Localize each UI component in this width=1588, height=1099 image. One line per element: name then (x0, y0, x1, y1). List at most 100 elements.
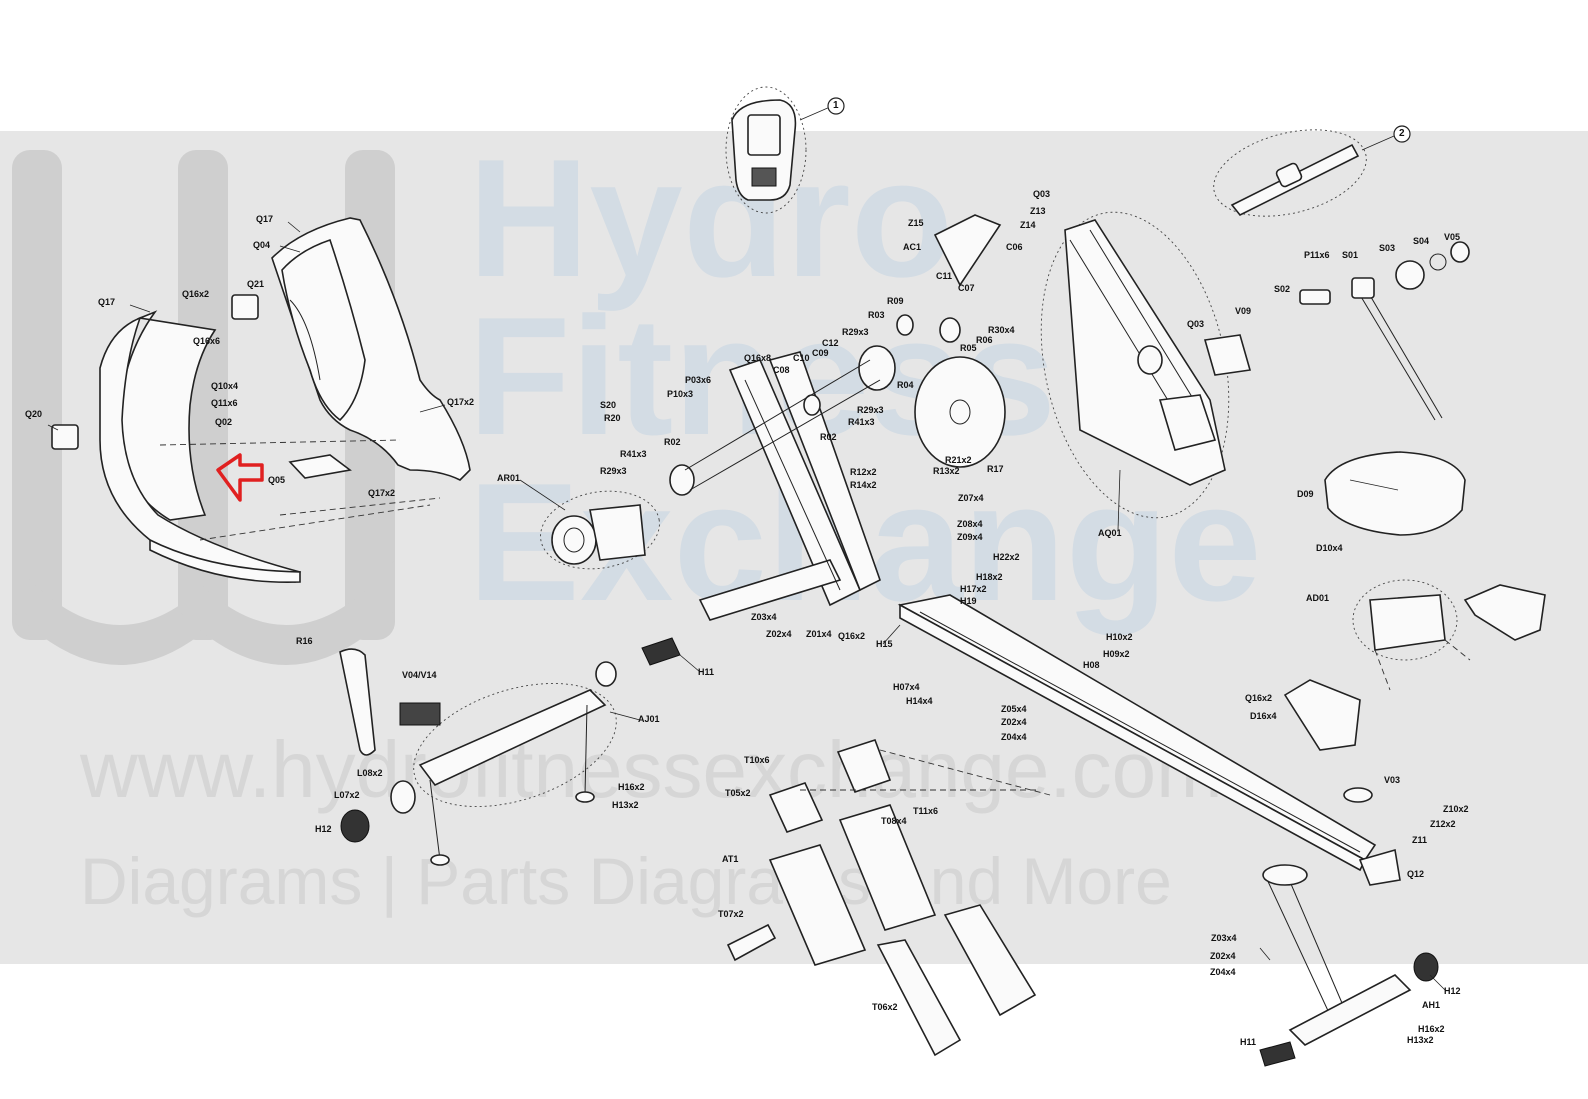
label-c12: C12 (822, 338, 839, 348)
label-aq01: AQ01 (1098, 528, 1122, 538)
label-z14: Z14 (1020, 220, 1036, 230)
label-r29x3: R29x3 (600, 466, 627, 476)
label-z09x4: Z09x4 (957, 532, 983, 542)
highlight-arrow-icon (216, 453, 264, 502)
label-h09x2: H09x2 (1103, 649, 1130, 659)
seat-d09 (1283, 451, 1546, 751)
label-p11x6: P11x6 (1304, 250, 1330, 260)
label-h14x4: H14x4 (906, 696, 933, 706)
label-at1: AT1 (722, 854, 739, 864)
label-s01: S01 (1342, 250, 1359, 260)
label-t10x6: T10x6 (744, 755, 770, 765)
label-z04x4-b: Z04x4 (1210, 967, 1236, 977)
label-r41x3-b: R41x3 (848, 417, 875, 427)
label-c08: C08 (773, 365, 790, 375)
label-r03: R03 (868, 310, 885, 320)
label-z03x4-b: Z03x4 (1211, 933, 1237, 943)
damper-ar01 (540, 490, 660, 570)
label-h19: H19 (960, 596, 977, 606)
label-r21x2: R21x2 (945, 455, 972, 465)
label-z08x4: Z08x4 (957, 519, 983, 529)
label-d10x4: D10x4 (1316, 543, 1343, 553)
label-h13x2-a: H13x2 (612, 800, 639, 810)
label-h17x2: H17x2 (960, 584, 987, 594)
label-h12-a: H12 (315, 824, 332, 834)
label-r29x3-b: R29x3 (842, 327, 869, 337)
leader-lines (47, 221, 1446, 991)
callout-1: 1 (833, 100, 839, 111)
label-h07x4: H07x4 (893, 682, 920, 692)
label-r17: R17 (987, 464, 1004, 474)
front-stabilizer-aj01 (339, 637, 681, 866)
label-v03: V03 (1384, 775, 1401, 785)
label-q17x2-a: Q17x2 (447, 397, 475, 407)
label-r04: R04 (897, 380, 914, 390)
label-q16x2-c: Q16x2 (1245, 693, 1273, 703)
label-q10x4: Q10x4 (211, 381, 239, 391)
label-r20: R20 (604, 413, 621, 423)
label-h22x2: H22x2 (993, 552, 1020, 562)
label-r29x3-c: R29x3 (857, 405, 884, 415)
label-z02x4-a: Z02x4 (766, 629, 792, 639)
label-q21: Q21 (247, 279, 265, 289)
label-v09: V09 (1235, 306, 1252, 316)
label-r14x2: R14x2 (850, 480, 877, 490)
label-q12: Q12 (1407, 869, 1425, 879)
label-t08x4: T08x4 (881, 816, 907, 826)
front-shroud-assembly (51, 217, 471, 584)
watermark-tagline: Diagrams | Parts Diagrams And More (80, 844, 1172, 918)
label-q16x6: Q16x6 (193, 336, 221, 346)
label-h11-a: H11 (698, 667, 715, 677)
label-t05x2: T05x2 (725, 788, 751, 798)
label-q03-mid: Q03 (1187, 319, 1205, 329)
label-d16x4: D16x4 (1250, 711, 1277, 721)
label-h11-b: H11 (1240, 1037, 1257, 1047)
label-ad01: AD01 (1306, 593, 1330, 603)
label-t07x2: T07x2 (718, 909, 744, 919)
label-z01x4: Z01x4 (806, 629, 832, 639)
label-r41x3: R41x3 (620, 449, 647, 459)
label-z05x4: Z05x4 (1001, 704, 1027, 714)
rear-stabilizer-ah1 (1259, 787, 1439, 1067)
label-q04: Q04 (253, 240, 271, 250)
footplates (726, 739, 1051, 1057)
label-r09: R09 (887, 296, 904, 306)
label-r06: R06 (976, 335, 993, 345)
label-z11: Z11 (1412, 835, 1428, 845)
callout-2: 2 (1399, 128, 1405, 139)
label-l07x2: L07x2 (334, 790, 360, 800)
label-c03: C07 (958, 283, 975, 293)
label-h18x2: H18x2 (976, 572, 1003, 582)
label-z03x4-a: Z03x4 (751, 612, 777, 622)
label-z12x2: Z12x2 (1430, 819, 1456, 829)
main-rail (897, 594, 1377, 872)
label-q05: Q05 (268, 475, 286, 485)
label-z02x4-b: Z02x4 (1001, 717, 1027, 727)
label-s04: S04 (1413, 236, 1430, 246)
label-h16x2-b: H16x2 (1418, 1024, 1445, 1034)
label-q16x2-b: Q16x2 (838, 631, 866, 641)
label-c10: C10 (793, 353, 810, 363)
label-h10x2: H10x2 (1106, 632, 1133, 642)
label-z10x2: Z10x2 (1443, 804, 1469, 814)
label-r12x2: R12x2 (850, 467, 877, 477)
seat-tray-aq01 (1040, 211, 1252, 519)
label-r16: R16 (296, 636, 313, 646)
label-h13x2-b: H13x2 (1407, 1035, 1434, 1045)
drive-system (669, 214, 1006, 496)
handle-group (1213, 125, 1411, 217)
label-t06x2: T06x2 (872, 1002, 898, 1012)
steering-group (1299, 241, 1470, 421)
label-ac1: AC1 (903, 242, 922, 252)
label-q03-top: Q03 (1033, 189, 1051, 199)
label-q17-left: Q17 (98, 297, 116, 307)
frame-column (698, 351, 881, 621)
label-q16x8: Q16x8 (744, 353, 772, 363)
label-q02: Q02 (215, 417, 233, 427)
label-z02x4-c: Z02x4 (1210, 951, 1236, 961)
label-q16x2-a: Q16x2 (182, 289, 210, 299)
watermark-word-1: Hydro (468, 124, 954, 312)
label-c11: C11 (936, 271, 953, 281)
